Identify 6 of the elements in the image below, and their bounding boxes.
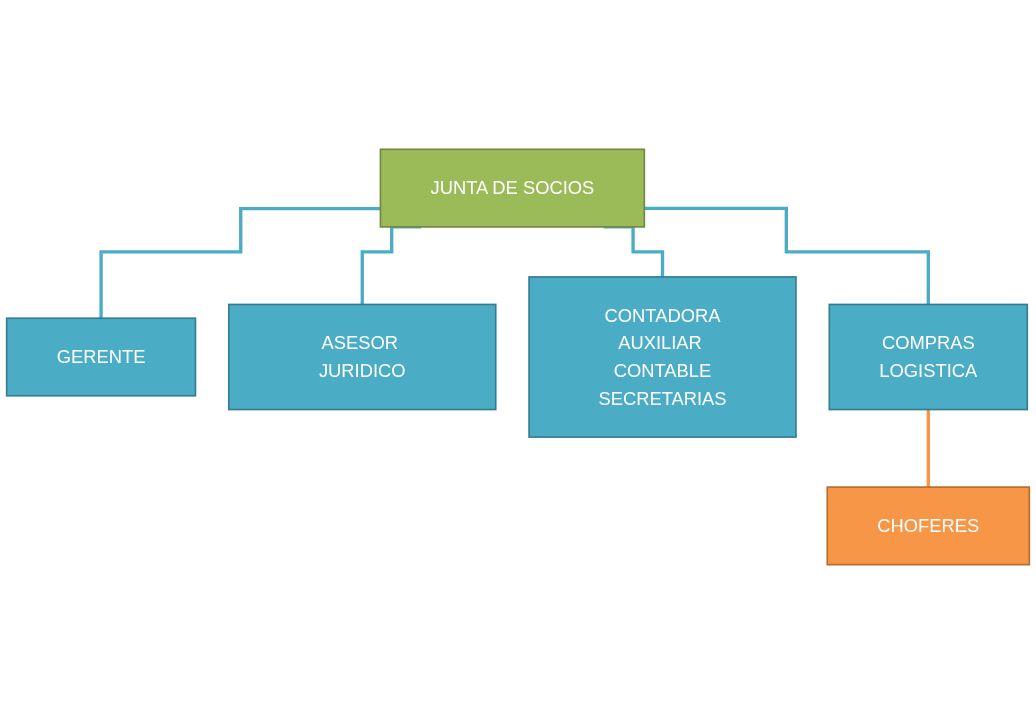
node-box: COMPRAS LOGISTICA — [828, 303, 1029, 410]
node-box: ASESOR JURIDICO — [228, 303, 497, 410]
node-box: CONTADORA AUXILIAR CONTABLE SECRETARIAS — [528, 275, 797, 438]
node-box: GERENTE — [5, 316, 197, 397]
node-box: CHOFERES — [826, 485, 1031, 565]
node-box: JUNTA DE SOCIOS — [379, 148, 646, 228]
